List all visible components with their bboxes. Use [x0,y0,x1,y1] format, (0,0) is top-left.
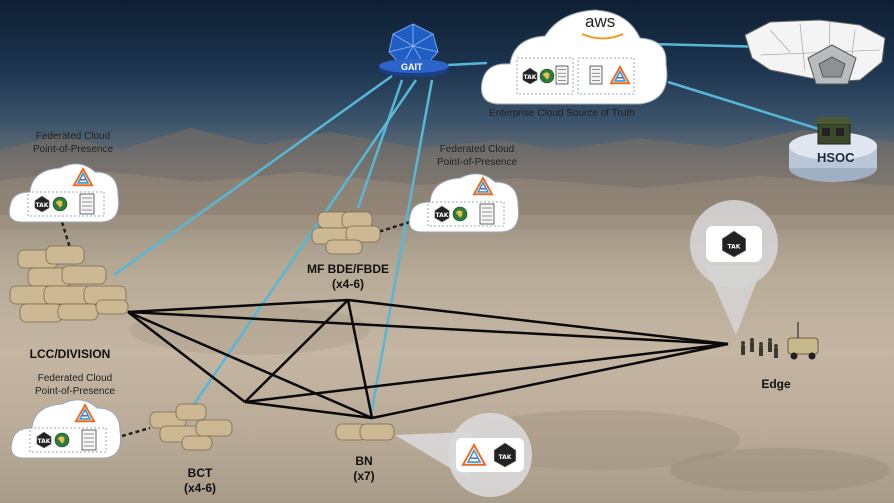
mesh-link [244,299,349,403]
fed-cloud-label-bct: Federated Cloud Point-of-Presence [10,372,140,398]
terrain-patch [130,305,370,355]
fed-cloud-bct [10,399,122,459]
tak-icon-text: TAK [499,454,512,461]
pentagon-icon [807,44,857,85]
dashed-link-lcc [60,221,72,249]
icon-frame [29,427,107,453]
triangle-logo-icon [461,442,487,466]
bn-name: BN [355,454,373,468]
tak-icon: TAK [36,431,52,449]
mesh-link [127,298,349,314]
tak-icon-text: TAK [436,212,449,219]
mesh-link [346,299,374,419]
bct-label: BCT (x4-6) [170,466,230,496]
bn-label: BN (x7) [342,454,386,484]
mesh-link [127,310,729,346]
lcc-tents [9,245,129,323]
fed-cloud-label-mfbde: Federated Cloud Point-of-Presence [412,143,542,169]
bct-count: (x4-6) [183,481,216,495]
icon-frame [27,191,105,217]
tak-icon-text: TAK [36,202,49,209]
fed-cloud-line1: Federated Cloud [37,373,113,384]
uplink-gait-lcc [113,74,393,277]
tak-icon: TAK [493,442,517,468]
fed-cloud-line2: Point-of-Presence [32,144,114,155]
document-icon [589,65,603,85]
mesh-link [244,342,729,404]
tak-icon-text: TAK [38,438,51,445]
icon-frame [577,57,635,95]
tak-icon: TAK [34,195,50,213]
aws-logo-text: aws [585,12,616,31]
tak-icon-text: TAK [524,74,537,81]
lcc-division-label: LCC/DIVISION [29,347,111,361]
gait-label: GAIT [401,62,423,72]
triangle-logo-icon [609,64,631,85]
soldiers-icon [741,338,778,358]
mfbde-tents [311,211,381,255]
globe-icon [52,196,68,212]
uplink-gait-bn [368,79,434,421]
uplink-gait-mfbde [356,79,404,209]
mesh-link [347,298,729,346]
mf-bde-name: MF BDE/FBDE [307,262,389,276]
fed-cloud-line1: Federated Cloud [439,144,515,155]
bct-tents [149,403,233,451]
mesh-link [127,310,373,420]
triangle-logo-icon [74,402,96,423]
dashed-connectors [60,220,411,438]
hsoc-label: HSOC [817,150,855,165]
mesh-link [244,400,373,420]
enterprise-cloud-label: Enterprise Cloud Source of Truth [489,108,635,119]
uplink-gait-aws [447,61,488,67]
tak-icon-text: TAK [728,244,741,251]
uplink-aws-hsoc [667,80,823,132]
terrain-patch [670,448,890,492]
tak-icon: TAK [721,230,747,258]
icon-frame [427,201,505,227]
fed-cloud-line2: Point-of-Presence [34,386,116,397]
dashed-link-mfbde [377,220,411,234]
bct-name: BCT [187,466,213,480]
document-icon [79,193,95,215]
triangle-logo-icon [72,166,94,187]
icon-frame [516,57,574,95]
mf-bde-count: (x4-6) [331,277,364,291]
gait-globe-icon [379,23,449,77]
mesh-link [371,342,729,420]
globe-icon [539,68,555,84]
dashed-link-bct [121,426,151,438]
mf-bde-label: MF BDE/FBDE (x4-6) [293,262,403,292]
tak-icon: TAK [434,205,450,223]
document-icon [555,65,569,85]
mesh-link [127,311,246,403]
edge-label: Edge [761,377,791,391]
hsoc-disc [789,132,877,182]
triangle-logo-icon [472,175,494,196]
fed-cloud-line1: Federated Cloud [35,131,111,142]
bn-count: (x7) [353,469,375,483]
bn-tents [335,423,395,441]
globe-icon [54,432,70,448]
tak-icon: TAK [522,67,538,85]
globe-icon [452,206,468,222]
bunker-icon [814,117,852,145]
aws-cloud [480,9,668,105]
cloud-icon-groups: TAK TAK TAK TAK TAK TAK [27,57,762,472]
vehicle-icon [787,322,819,360]
document-icon [479,203,495,225]
fed-cloud-label-lcc: Federated Cloud Point-of-Presence [8,130,138,156]
document-icon [81,429,97,451]
mesh-lines [127,298,729,420]
fed-cloud-line2: Point-of-Presence [436,157,518,168]
